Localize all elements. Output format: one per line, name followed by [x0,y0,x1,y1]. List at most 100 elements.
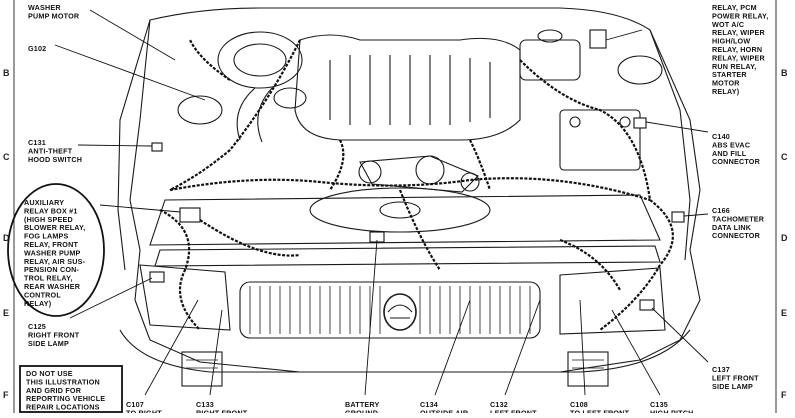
grid-letter-left-c: C [3,152,10,162]
leader-lines [54,9,709,396]
right-strut-tower [177,95,223,125]
callout-line: BLOWER RELAY, [24,223,85,232]
callout-line: HOOD SWITCH [28,155,82,164]
callout-line: RIGHT FRONT [28,330,80,339]
connectors [149,29,685,311]
aux-relay-highlight-circle [7,183,105,317]
callout-line: AND FILL [712,149,747,158]
callout-line: (HIGH SPEED [24,215,73,224]
grille-frame [239,281,541,339]
callout-line: TO RIGHT [126,408,162,413]
warning-line: AND GRID FOR [26,386,82,395]
callout-line: RELAY, HORN [712,45,762,54]
callout-line: OUTSIDE AIR [420,408,469,413]
leader-battery-ground [364,239,378,396]
grid-letter-right-f: F [781,390,787,400]
warning-line: REPORTING VEHICLE [26,394,105,403]
leader-c125 [69,277,153,319]
callout-line: RELAY, WIPER [712,53,765,62]
leader-washer-pump [89,9,176,61]
leader-c132 [504,299,541,396]
callout-line: C134 [420,400,438,409]
leader-c108 [579,299,586,396]
callout-line: C132 [490,400,508,409]
callout-line: WASHER [28,3,61,12]
grille-emblem [383,293,417,331]
left-strut-tower [617,55,663,85]
callout-line: ANTI-THEFT [28,146,73,155]
callout-line: RELAY BOX #1 [24,206,78,215]
callout-line: ABS EVAC [712,140,750,149]
callout-line: FOG LAMPS [24,232,69,241]
callout-line: PENSION CON- [24,265,80,274]
callout-line: C135 [650,400,668,409]
callout-line: REAR WASHER [24,282,81,291]
fan-hub [379,201,421,219]
leader-relay-list [605,29,643,41]
callout-line: HIGH PITCH [650,408,694,413]
callout-line: DATA LINK [712,223,752,232]
leader-c107 [144,299,199,396]
callout-line: POWER RELAY, [712,11,768,20]
callout-line: LEFT FRONT [712,373,759,382]
warning-line: DO NOT USE [26,369,73,378]
emblem-inner [387,304,413,319]
abs-connector [633,117,647,129]
battery [559,109,641,171]
fan-shroud [309,187,491,233]
callout-line: C107 [126,400,144,409]
callout-line: CONNECTOR [712,231,761,240]
left-fender-line [117,19,151,271]
leader-c135 [611,309,661,396]
engine-drawing [117,7,701,387]
callout-line: RELAY, FRONT [24,240,78,249]
hood-switch-connector [151,142,163,152]
callout-line: C166 [712,206,730,215]
brake-cap [537,29,563,43]
callout-line: WOT A/C [712,20,744,29]
radiator-support [149,194,661,246]
callout-line: CONNECTOR [712,157,761,166]
leader-c131 [77,144,153,147]
warning-line: REPAIR LOCATIONS [26,403,100,412]
callout-line: RELAY, AIR SUS- [24,257,86,266]
callout-line: GROUND [345,408,378,413]
grid-letter-right-e: E [781,308,787,318]
left-side-lamp-connector [639,299,655,311]
callout-line: C140 [712,132,730,141]
leader-c134 [434,299,471,396]
right-fender-line [649,29,691,261]
callout-line: RELAY, WIPER [712,28,765,37]
callout-line: WASHER PUMP [24,248,81,257]
leader-aux-relay [99,204,181,213]
grid-letter-left-f: F [3,390,9,400]
callout-line: LEFT FRONT [490,408,537,413]
warning-line: THIS ILLUSTRATION [26,377,100,386]
callout-line: SIDE LAMP [712,382,753,391]
grid-letter-right-b: B [781,68,788,78]
callout-line: MOTOR [712,79,740,88]
leader-c140 [645,121,709,133]
callout-line: SIDE LAMP [28,339,69,348]
air-cleaner-inner [233,43,287,77]
callout-line: CONTROL [24,290,61,299]
coolant-reservoir [273,87,307,109]
radiator-core-support-lower [154,245,661,267]
right-headlamp [139,264,231,331]
grid-letter-left-b: B [3,68,10,78]
air-intake-tube [236,87,256,141]
callout-line: RIGHT FRONT [196,408,248,413]
right-side-lamp-connector [149,271,165,283]
body-outline [129,7,701,373]
callout-line: STARTER [712,70,747,79]
